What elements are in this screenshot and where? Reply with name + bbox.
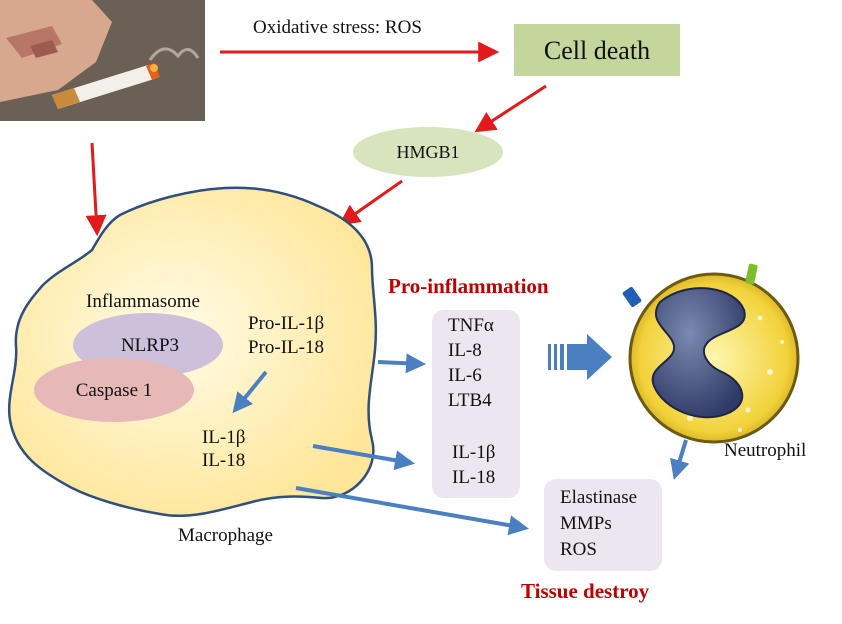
block-arrow-to-neutrophil	[548, 334, 612, 380]
macrophage-label: Macrophage	[178, 525, 273, 546]
enzyme-item: ROS	[560, 539, 597, 560]
inflammasome-label: Inflammasome	[86, 291, 200, 312]
arrow-smoke-to-macrophage	[85, 142, 107, 237]
caspase-oval	[34, 358, 194, 422]
arrow-pro-il-to-cytokines	[377, 353, 426, 374]
enzyme-box	[544, 479, 662, 571]
pro-il18-label: Pro-IL-18	[248, 337, 324, 358]
cytokine-item: IL-8	[448, 340, 482, 361]
hmgb1-label: HMGB1	[396, 142, 460, 162]
cytokine-box	[432, 310, 520, 498]
cytokine-item: IL-1β	[452, 442, 496, 463]
nlrp3-label: NLRP3	[120, 335, 180, 356]
arrow-hmgb1-to-macrophage	[338, 179, 403, 226]
il18-label: IL-18	[202, 450, 246, 471]
pro-il1b-label: Pro-IL-1β	[248, 313, 325, 334]
hmgb1-oval	[353, 127, 503, 177]
enzyme-item: MMPs	[560, 513, 612, 534]
tissue-destroy-heading: Tissue destroy	[521, 579, 650, 603]
il1b-label: IL-1β	[202, 427, 246, 448]
arrow-il-to-cytokines	[312, 444, 415, 471]
cytokine-item: LTB4	[448, 390, 492, 411]
enzyme-list: Elastinase MMPs ROS	[560, 485, 637, 563]
arrow-neutrophil-to-enzymes	[670, 439, 690, 480]
pro-inflammation-heading: Pro-inflammation	[388, 274, 549, 298]
caspase-label: Caspase 1	[75, 380, 153, 401]
neutrophil-image	[622, 263, 800, 444]
arrow-cell-death-to-hmgb1	[474, 84, 547, 133]
cell-death-label: Cell death	[543, 36, 651, 65]
arrow-processing	[232, 370, 268, 414]
cytokine-item: TNFα	[448, 315, 494, 336]
cell-death-box	[514, 24, 680, 76]
cytokine-list: TNFα IL-8 IL-6 LTB4	[448, 313, 494, 413]
cytokine-item: IL-6	[448, 365, 482, 386]
cytokine-list-2: IL-1β IL-18	[452, 440, 495, 490]
neutrophil-label: Neutrophil	[724, 440, 807, 461]
arrow-macrophage-to-enzymes	[295, 486, 529, 536]
cytokine-item: IL-18	[452, 467, 496, 488]
cigarette-photo	[0, 0, 205, 121]
enzyme-item: Elastinase	[560, 487, 638, 508]
oxidative-stress-label: Oxidative stress: ROS	[253, 17, 422, 38]
